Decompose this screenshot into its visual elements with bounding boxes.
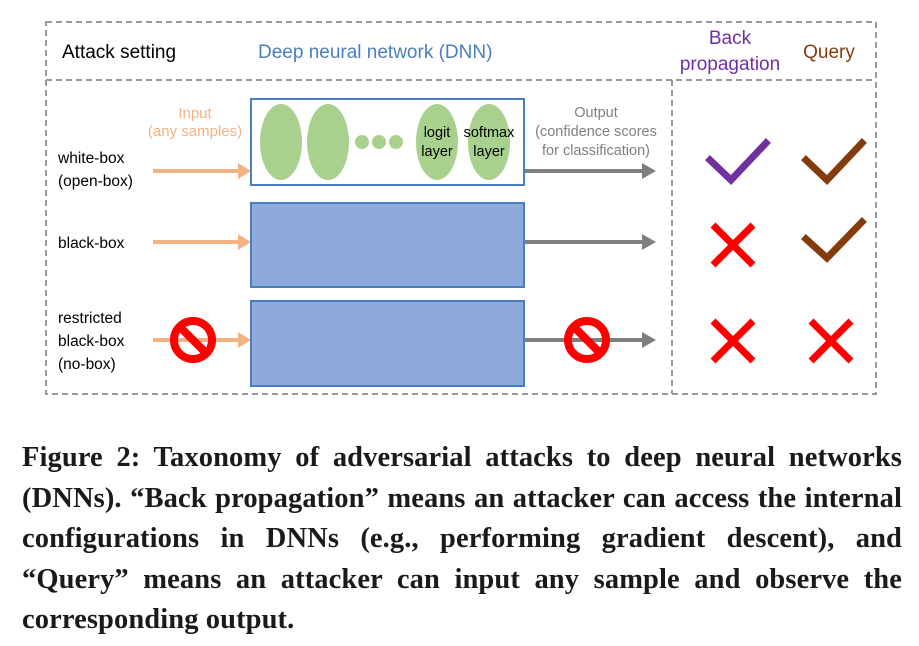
row-label-no-box: (no-box) bbox=[58, 356, 116, 373]
prohibited-icon-input bbox=[170, 317, 216, 363]
row-label-restricted-black-box: black-box bbox=[58, 333, 125, 350]
header-attack-setting: Attack setting bbox=[62, 42, 176, 63]
cross-icon-restricted-query bbox=[808, 318, 854, 364]
row-label-white-box: white-box bbox=[57, 150, 125, 167]
dnn-open-box: logit layer softmax layer bbox=[250, 98, 525, 186]
softmax-layer bbox=[468, 104, 510, 180]
logit-label-line2: layer bbox=[421, 144, 453, 160]
cross-icon-black-box-back-propagation bbox=[710, 222, 756, 268]
row-label-open-box: (open-box) bbox=[58, 173, 133, 190]
row-label-black-box: black-box bbox=[58, 235, 125, 252]
logit-layer bbox=[416, 104, 458, 180]
output-label-line2: (confidence scores bbox=[535, 124, 657, 140]
hidden-layer-1 bbox=[260, 104, 302, 180]
ellipsis-dot-1 bbox=[355, 135, 369, 149]
input-arrow-white-box bbox=[153, 163, 251, 179]
input-label-line1: Input bbox=[178, 105, 212, 122]
header-back-propagation-line1: Back bbox=[709, 28, 752, 49]
check-icon-white-box-query bbox=[801, 138, 867, 185]
taxonomy-diagram: Attack setting Deep neural network (DNN)… bbox=[45, 21, 877, 395]
softmax-label-line1: softmax bbox=[464, 125, 516, 141]
header-dnn: Deep neural network (DNN) bbox=[258, 42, 492, 63]
prohibited-icon-output bbox=[564, 317, 610, 363]
hidden-layer-2 bbox=[307, 104, 349, 180]
output-label-line1: Output bbox=[574, 105, 618, 121]
output-arrow-black-box bbox=[524, 234, 656, 250]
header-back-propagation-line2: propagation bbox=[680, 54, 780, 75]
output-label-line3: for classification) bbox=[542, 143, 650, 159]
ellipsis-dot-3 bbox=[389, 135, 403, 149]
ellipsis-dot-2 bbox=[372, 135, 386, 149]
input-arrow-black-box bbox=[153, 234, 251, 250]
dnn-restricted-box bbox=[250, 300, 525, 387]
dashed-frame bbox=[45, 21, 877, 395]
row-label-restricted: restricted bbox=[58, 310, 122, 327]
figure-caption: Figure 2: Taxonomy of adversarial attack… bbox=[22, 442, 902, 635]
check-icon-black-box-query bbox=[801, 217, 867, 263]
dnn-black-box bbox=[250, 202, 525, 288]
logit-label-line1: logit bbox=[424, 125, 451, 141]
check-icon-white-box-back-propagation bbox=[705, 138, 771, 185]
softmax-label-line2: layer bbox=[473, 144, 505, 160]
header-query: Query bbox=[803, 42, 855, 63]
output-arrow-white-box bbox=[524, 163, 656, 179]
input-label-line2: (any samples) bbox=[148, 123, 242, 140]
cross-icon-restricted-back-propagation bbox=[710, 318, 756, 364]
